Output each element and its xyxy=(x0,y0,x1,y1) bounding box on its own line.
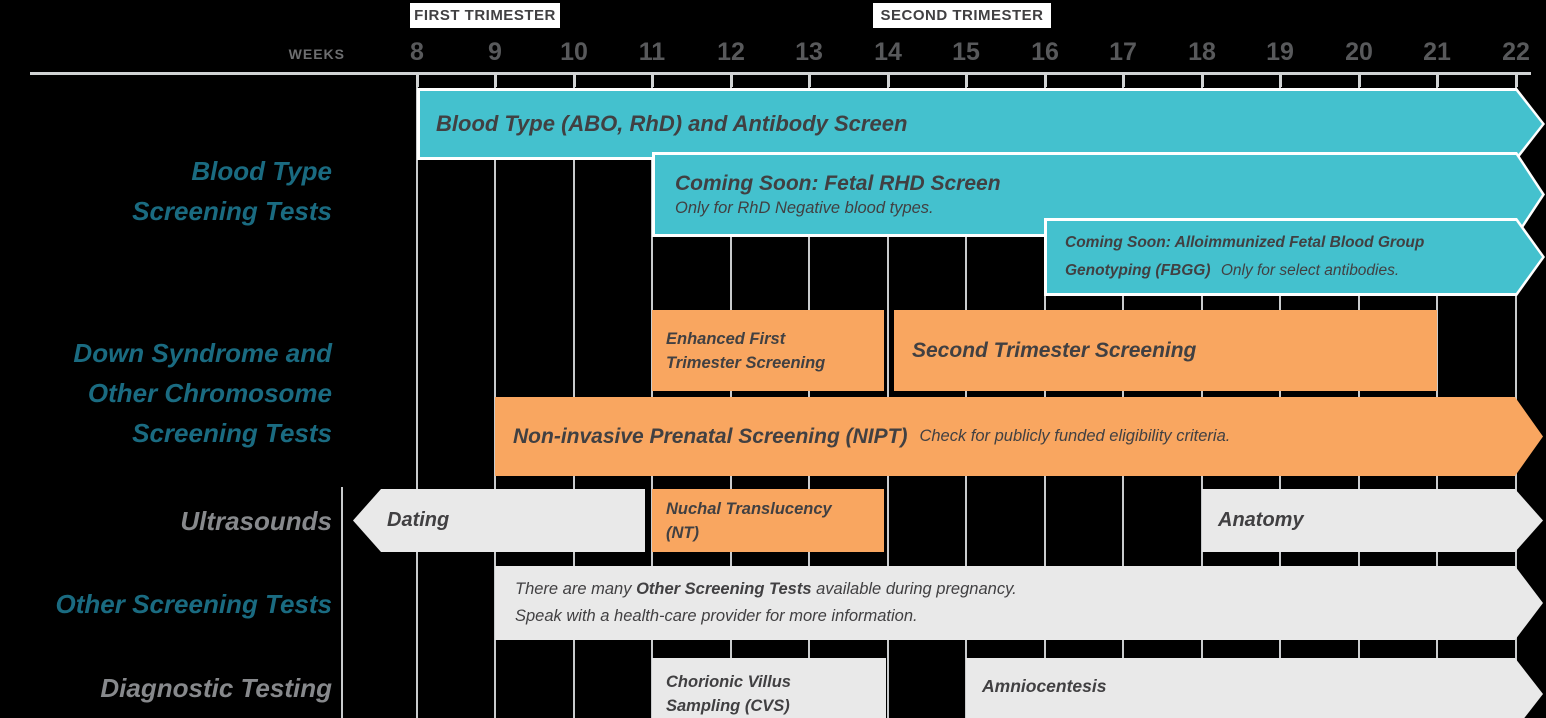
bar-blood-type-antibody-screen-label: Blood Type (ABO, RhD) and Antibody Scree… xyxy=(436,111,908,136)
bar-amniocentesis: Amniocentesis xyxy=(966,658,1543,718)
week-number-19: 19 xyxy=(1266,38,1294,66)
bar-blood-type-antibody-screen: Blood Type (ABO, RhD) and Antibody Scree… xyxy=(417,88,1545,160)
week-number-11: 11 xyxy=(638,38,666,66)
bar-nipt-label: Non-invasive Prenatal Screening (NIPT) xyxy=(513,424,908,448)
bar-second-trimester-screening: Second Trimester Screening xyxy=(894,310,1437,391)
week-number-12: 12 xyxy=(717,38,745,66)
bar-fbgg-note: Only for select antibodies. xyxy=(1220,262,1400,279)
tick-week-18 xyxy=(1201,73,1204,87)
row-label-ultrasounds: Ultrasounds xyxy=(180,506,332,536)
tick-week-10 xyxy=(573,73,576,87)
bar-nipt: Non-invasive Prenatal Screening (NIPT) C… xyxy=(495,397,1543,476)
tick-week-19 xyxy=(1279,73,1282,87)
first-trimester-flag: FIRST TRIMESTER xyxy=(410,3,560,28)
gridline-week-17 xyxy=(1122,75,1124,718)
week-number-16: 16 xyxy=(1031,38,1059,66)
row-label-down-syndrome: Down Syndrome and Other Chromosome Scree… xyxy=(73,338,332,448)
bar-dating-ultrasound: Dating xyxy=(353,489,645,552)
tick-week-17 xyxy=(1122,73,1125,87)
weeks-axis-label: WEEKS xyxy=(288,46,345,62)
bar-other-screening-line2: Speak with a health-care provider for mo… xyxy=(515,607,918,625)
gridline-week-9 xyxy=(494,75,496,718)
week-number-22: 22 xyxy=(1502,38,1530,66)
week-number-10: 10 xyxy=(560,38,588,66)
bar-nipt-note: Check for publicly funded eligibility cr… xyxy=(919,427,1231,445)
tick-week-21 xyxy=(1436,73,1439,87)
week-number-17: 17 xyxy=(1109,38,1137,66)
gridline-week-11 xyxy=(651,75,653,718)
week-number-18: 18 xyxy=(1188,38,1216,66)
bar-fbgg-line1: Coming Soon: Alloimmunized Fetal Blood G… xyxy=(1065,234,1425,251)
week-number-14: 14 xyxy=(874,38,902,66)
week-number-13: 13 xyxy=(795,38,823,66)
gridline-week-16 xyxy=(1044,75,1046,718)
week-number-21: 21 xyxy=(1423,38,1451,66)
bar-fetal-rhd-screen-note: Only for RhD Negative blood types. xyxy=(675,198,934,217)
row-label-blood-type: Blood Type Screening Tests xyxy=(132,156,332,226)
second-trimester-flag: SECOND TRIMESTER xyxy=(873,3,1051,28)
tick-week-8 xyxy=(416,73,419,87)
gridline-week-14 xyxy=(887,75,889,718)
tick-week-15 xyxy=(965,73,968,87)
row-label-other-screening: Other Screening Tests xyxy=(55,589,332,619)
gridline-week-12 xyxy=(730,75,732,718)
tick-week-14 xyxy=(887,73,890,87)
bar-fbgg-line2: Genotyping (FBGG) Only for select antibo… xyxy=(1065,257,1542,285)
bar-fetal-rhd-screen-label: Coming Soon: Fetal RHD Screen xyxy=(675,171,1001,195)
row-label-diagnostic: Diagnostic Testing xyxy=(100,673,332,703)
bar-fbgg-genotyping: Coming Soon: Alloimmunized Fetal Blood G… xyxy=(1044,218,1545,296)
gridline-week-13 xyxy=(808,75,810,718)
bar-fbgg-line2-bold: Genotyping (FBGG) xyxy=(1065,262,1211,279)
bar-nuchal-translucency: Nuchal Translucency (NT) xyxy=(652,489,884,552)
weeks-axis-line xyxy=(30,72,1531,75)
week-7-partial-gridline xyxy=(341,487,343,718)
week-number-15: 15 xyxy=(952,38,980,66)
tick-week-11 xyxy=(651,73,654,87)
tick-week-16 xyxy=(1044,73,1047,87)
week-number-8: 8 xyxy=(410,38,424,66)
gridline-week-22 xyxy=(1515,75,1517,718)
first-trimester-label: FIRST TRIMESTER xyxy=(414,7,556,24)
tick-week-9 xyxy=(494,73,497,87)
bar-anatomy-ultrasound: Anatomy xyxy=(1202,489,1543,552)
gridline-week-18 xyxy=(1201,75,1203,718)
bar-enhanced-first-trimester-screening: Enhanced First Trimester Screening xyxy=(652,310,884,391)
bar-other-screening-line1: There are many Other Screening Tests ava… xyxy=(515,580,1017,598)
gridline-week-21 xyxy=(1436,75,1438,718)
gridline-week-20 xyxy=(1358,75,1360,718)
tick-week-12 xyxy=(730,73,733,87)
gridline-week-19 xyxy=(1279,75,1281,718)
second-trimester-label: SECOND TRIMESTER xyxy=(880,7,1044,24)
week-number-9: 9 xyxy=(488,38,502,66)
bar-other-screening-tests: There are many Other Screening Tests ava… xyxy=(495,566,1543,640)
week-number-20: 20 xyxy=(1345,38,1373,66)
gridline-week-10 xyxy=(573,75,575,718)
gridline-week-15 xyxy=(965,75,967,718)
gridline-week-8 xyxy=(416,75,418,718)
tick-week-13 xyxy=(808,73,811,87)
bar-cvs: Chorionic Villus Sampling (CVS) xyxy=(652,658,886,718)
tick-week-22 xyxy=(1515,73,1518,87)
tick-week-20 xyxy=(1358,73,1361,87)
